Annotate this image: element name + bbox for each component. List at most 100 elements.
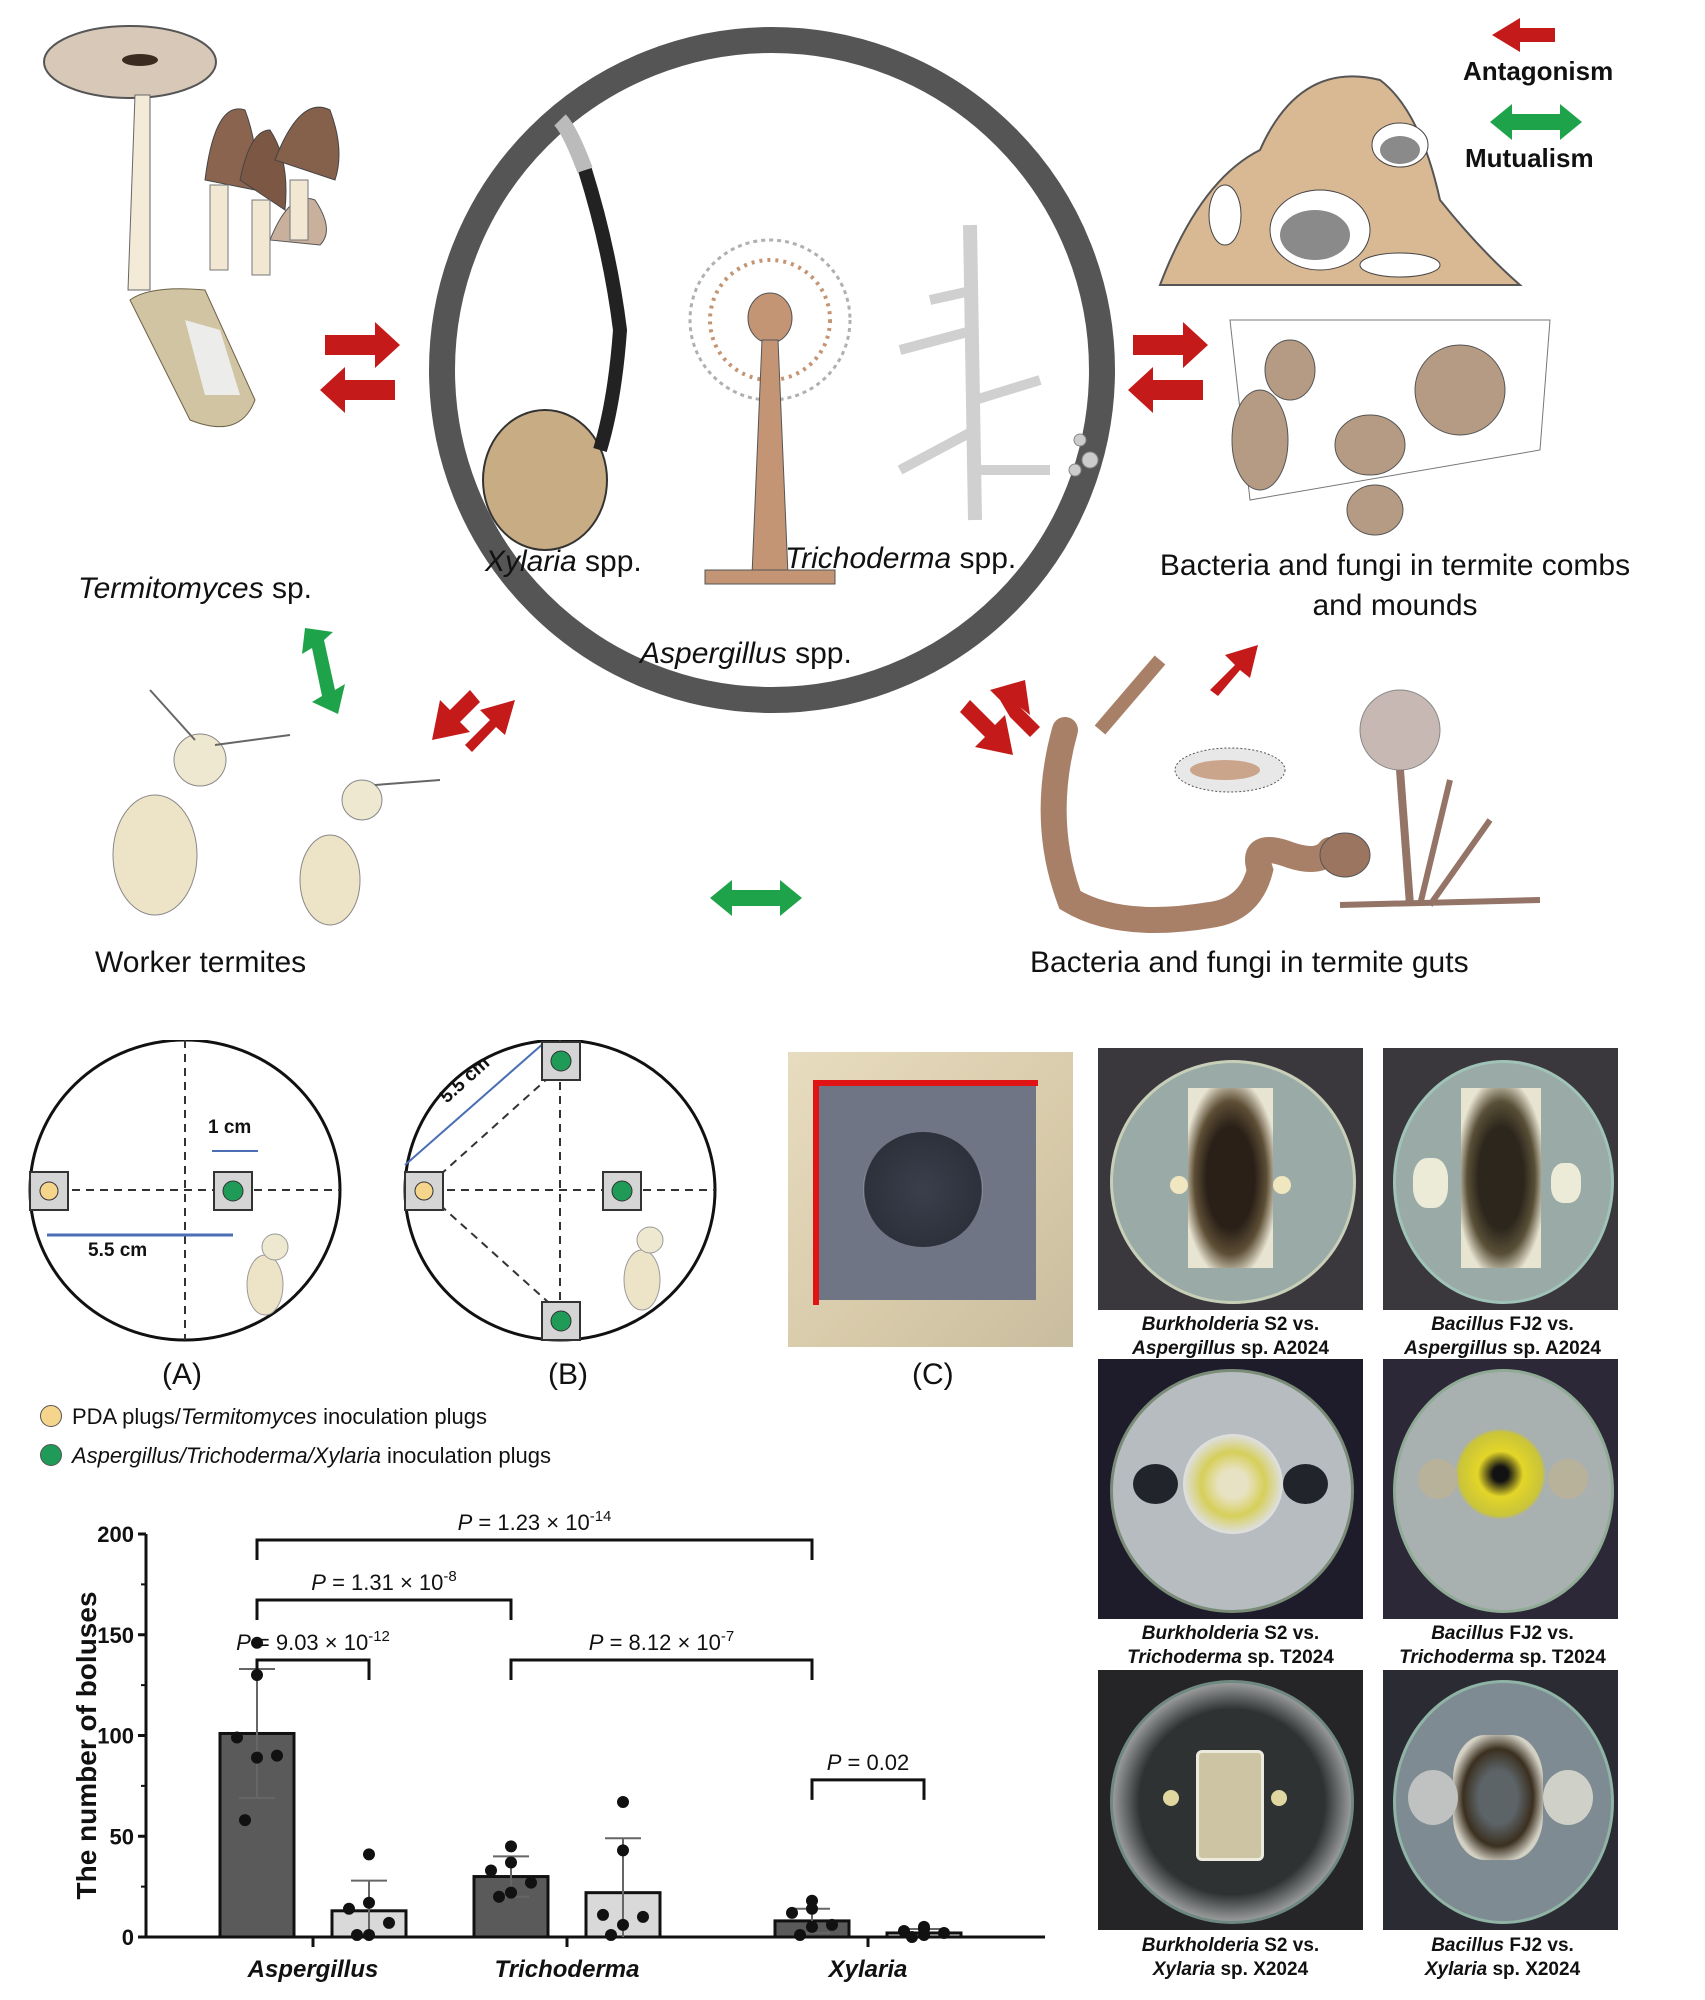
- arrow-left-icon: [1128, 367, 1203, 413]
- data-point: [938, 1926, 950, 1939]
- arrow-right-icon: [325, 322, 400, 368]
- pda-plug-icon: [414, 1181, 434, 1201]
- combs-mounds-label: Bacteria and fungi in termite combs and …: [1110, 546, 1680, 626]
- xylaria-label: Xylaria spp.: [485, 545, 642, 579]
- data-point: [617, 1918, 629, 1931]
- combs-label-line2: and mounds: [1312, 589, 1478, 622]
- data-point: [637, 1910, 649, 1923]
- termite-gut-illustration: [1040, 655, 1541, 933]
- panel-c-label: (C): [912, 1358, 954, 1391]
- arrow-right-icon: [1133, 322, 1208, 368]
- data-point: [806, 1920, 818, 1933]
- significance-bracket: [255, 1658, 371, 1681]
- legend-mutualism-arrow-icon: [1490, 104, 1582, 140]
- antagonism-arrow-pair-lower-right: [960, 680, 1040, 755]
- termite-icon: [623, 1249, 661, 1311]
- antagonism-arrow-pair-left: [320, 322, 400, 413]
- p-value-label: P = 8.12 × 10-7: [589, 1628, 734, 1655]
- legend-pda-post: inoculation plugs: [316, 1404, 487, 1429]
- significance-bracket: [810, 1778, 926, 1800]
- fungus-plug-icon: [611, 1180, 633, 1202]
- central-circle: [429, 27, 1115, 713]
- data-point: [617, 1844, 629, 1857]
- xylaria-suffix: spp.: [576, 545, 642, 578]
- plate-caption-1: Burkholderia S2 vs.Aspergillus sp. A2024: [1132, 1314, 1329, 1359]
- p-value-label: P = 0.02: [827, 1750, 910, 1775]
- plate-photo-4: [1383, 1359, 1618, 1619]
- trichoderma-label: Trichoderma spp.: [785, 542, 1016, 576]
- data-point: [597, 1908, 609, 1921]
- legend-item-fungus: Aspergillus/Trichoderma/Xylaria inoculat…: [40, 1443, 551, 1469]
- worker-termites-illustration: [112, 689, 441, 926]
- fungus-plug-icon: [222, 1180, 244, 1202]
- plate-photo-2: [1383, 1048, 1618, 1310]
- data-point: [239, 1814, 251, 1827]
- data-point: [271, 1749, 283, 1762]
- pda-plug-icon: [39, 1181, 59, 1201]
- fungus-plug-icon: [550, 1050, 572, 1072]
- p-value-label: P = 1.23 × 10-14: [458, 1508, 612, 1535]
- aspergillus-suffix: spp.: [786, 637, 852, 670]
- data-point: [605, 1928, 617, 1941]
- xylaria-genus: Xylaria: [485, 545, 577, 578]
- antagonism-arrow-pair-lower-left: [432, 690, 515, 752]
- antagonism-arrow-pair-right: [1128, 322, 1208, 413]
- trichoderma-suffix: spp.: [951, 542, 1017, 575]
- data-point: [505, 1886, 517, 1899]
- significance-bracket: [509, 1658, 814, 1681]
- legend-pda-pre: PDA plugs/: [72, 1404, 181, 1429]
- data-point: [351, 1928, 363, 1941]
- data-point: [251, 1636, 263, 1649]
- y-tick-label: 0: [122, 1925, 134, 1950]
- plate-caption-6: Bacillus FJ2 vs.Xylaria sp. X2024: [1424, 1935, 1581, 1980]
- data-point: [343, 1902, 355, 1915]
- trichoderma-illustration: [897, 224, 1099, 521]
- plate-photo-5: [1098, 1670, 1363, 1930]
- arrow-left-icon: [320, 367, 395, 413]
- data-point: [918, 1928, 930, 1941]
- y-tick-label: 150: [97, 1623, 134, 1648]
- data-point: [485, 1864, 497, 1877]
- panel-a-long-distance: 5.5 cm: [88, 1240, 148, 1261]
- legend-mutualism-label: Mutualism: [1465, 143, 1594, 173]
- combs-label-line1: Bacteria and fungi in termite combs: [1159, 549, 1631, 582]
- data-point: [906, 1931, 918, 1943]
- aspergillus-genus: Aspergillus: [640, 637, 787, 670]
- mutualism-arrow-bottom-icon: [710, 880, 802, 916]
- legend-antagonism-arrow-icon: [1492, 18, 1555, 52]
- y-tick-label: 100: [97, 1724, 134, 1749]
- termitomyces-illustration: [43, 25, 340, 428]
- p-value-label: P = 1.31 × 10-8: [311, 1568, 456, 1595]
- x-tick-label: Trichoderma: [495, 1956, 640, 1983]
- termite-guts-label: Bacteria and fungi in termite guts: [1030, 946, 1469, 979]
- data-point: [505, 1840, 517, 1853]
- fungus-plug-icon: [40, 1444, 62, 1466]
- x-tick-label: Xylaria: [827, 1956, 908, 1983]
- arrow-up-icon: [990, 680, 1040, 737]
- arrow-up-right-icon: [465, 700, 515, 752]
- legend-fungus-italic: Aspergillus/Trichoderma/Xylaria: [72, 1443, 381, 1468]
- xylaria-illustration: [482, 114, 628, 551]
- data-point: [806, 1902, 818, 1915]
- worker-termites-label: Worker termites: [95, 946, 307, 979]
- aspergillus-illustration: [688, 238, 852, 585]
- termite-mound-illustration: [1158, 75, 1523, 286]
- data-point: [525, 1876, 537, 1889]
- termitomyces-genus: Termitomyces: [78, 572, 264, 605]
- antagonism-arrow-to-combs-icon: [1210, 645, 1258, 696]
- data-point: [363, 1928, 375, 1941]
- arrow-down-right-icon: [960, 700, 1013, 755]
- termite-combs-illustration: [1229, 319, 1551, 536]
- plate-photo-6: [1383, 1670, 1618, 1930]
- panel-a-short-distance: 1 cm: [208, 1117, 252, 1138]
- pda-plug-icon: [40, 1405, 62, 1427]
- scale-5-5cm-b-line: [404, 1041, 546, 1166]
- panel-c-photo: [788, 1052, 1073, 1347]
- aspergillus-label: Aspergillus spp.: [640, 637, 852, 671]
- y-tick-label: 50: [110, 1824, 134, 1849]
- termitomyces-label: Termitomyces sp.: [78, 572, 312, 606]
- significance-bracket: [255, 1538, 814, 1561]
- y-axis-label: The number of boluses: [71, 1591, 102, 1899]
- assay-setup-diagrams: [28, 1040, 717, 1342]
- data-point: [363, 1896, 375, 1909]
